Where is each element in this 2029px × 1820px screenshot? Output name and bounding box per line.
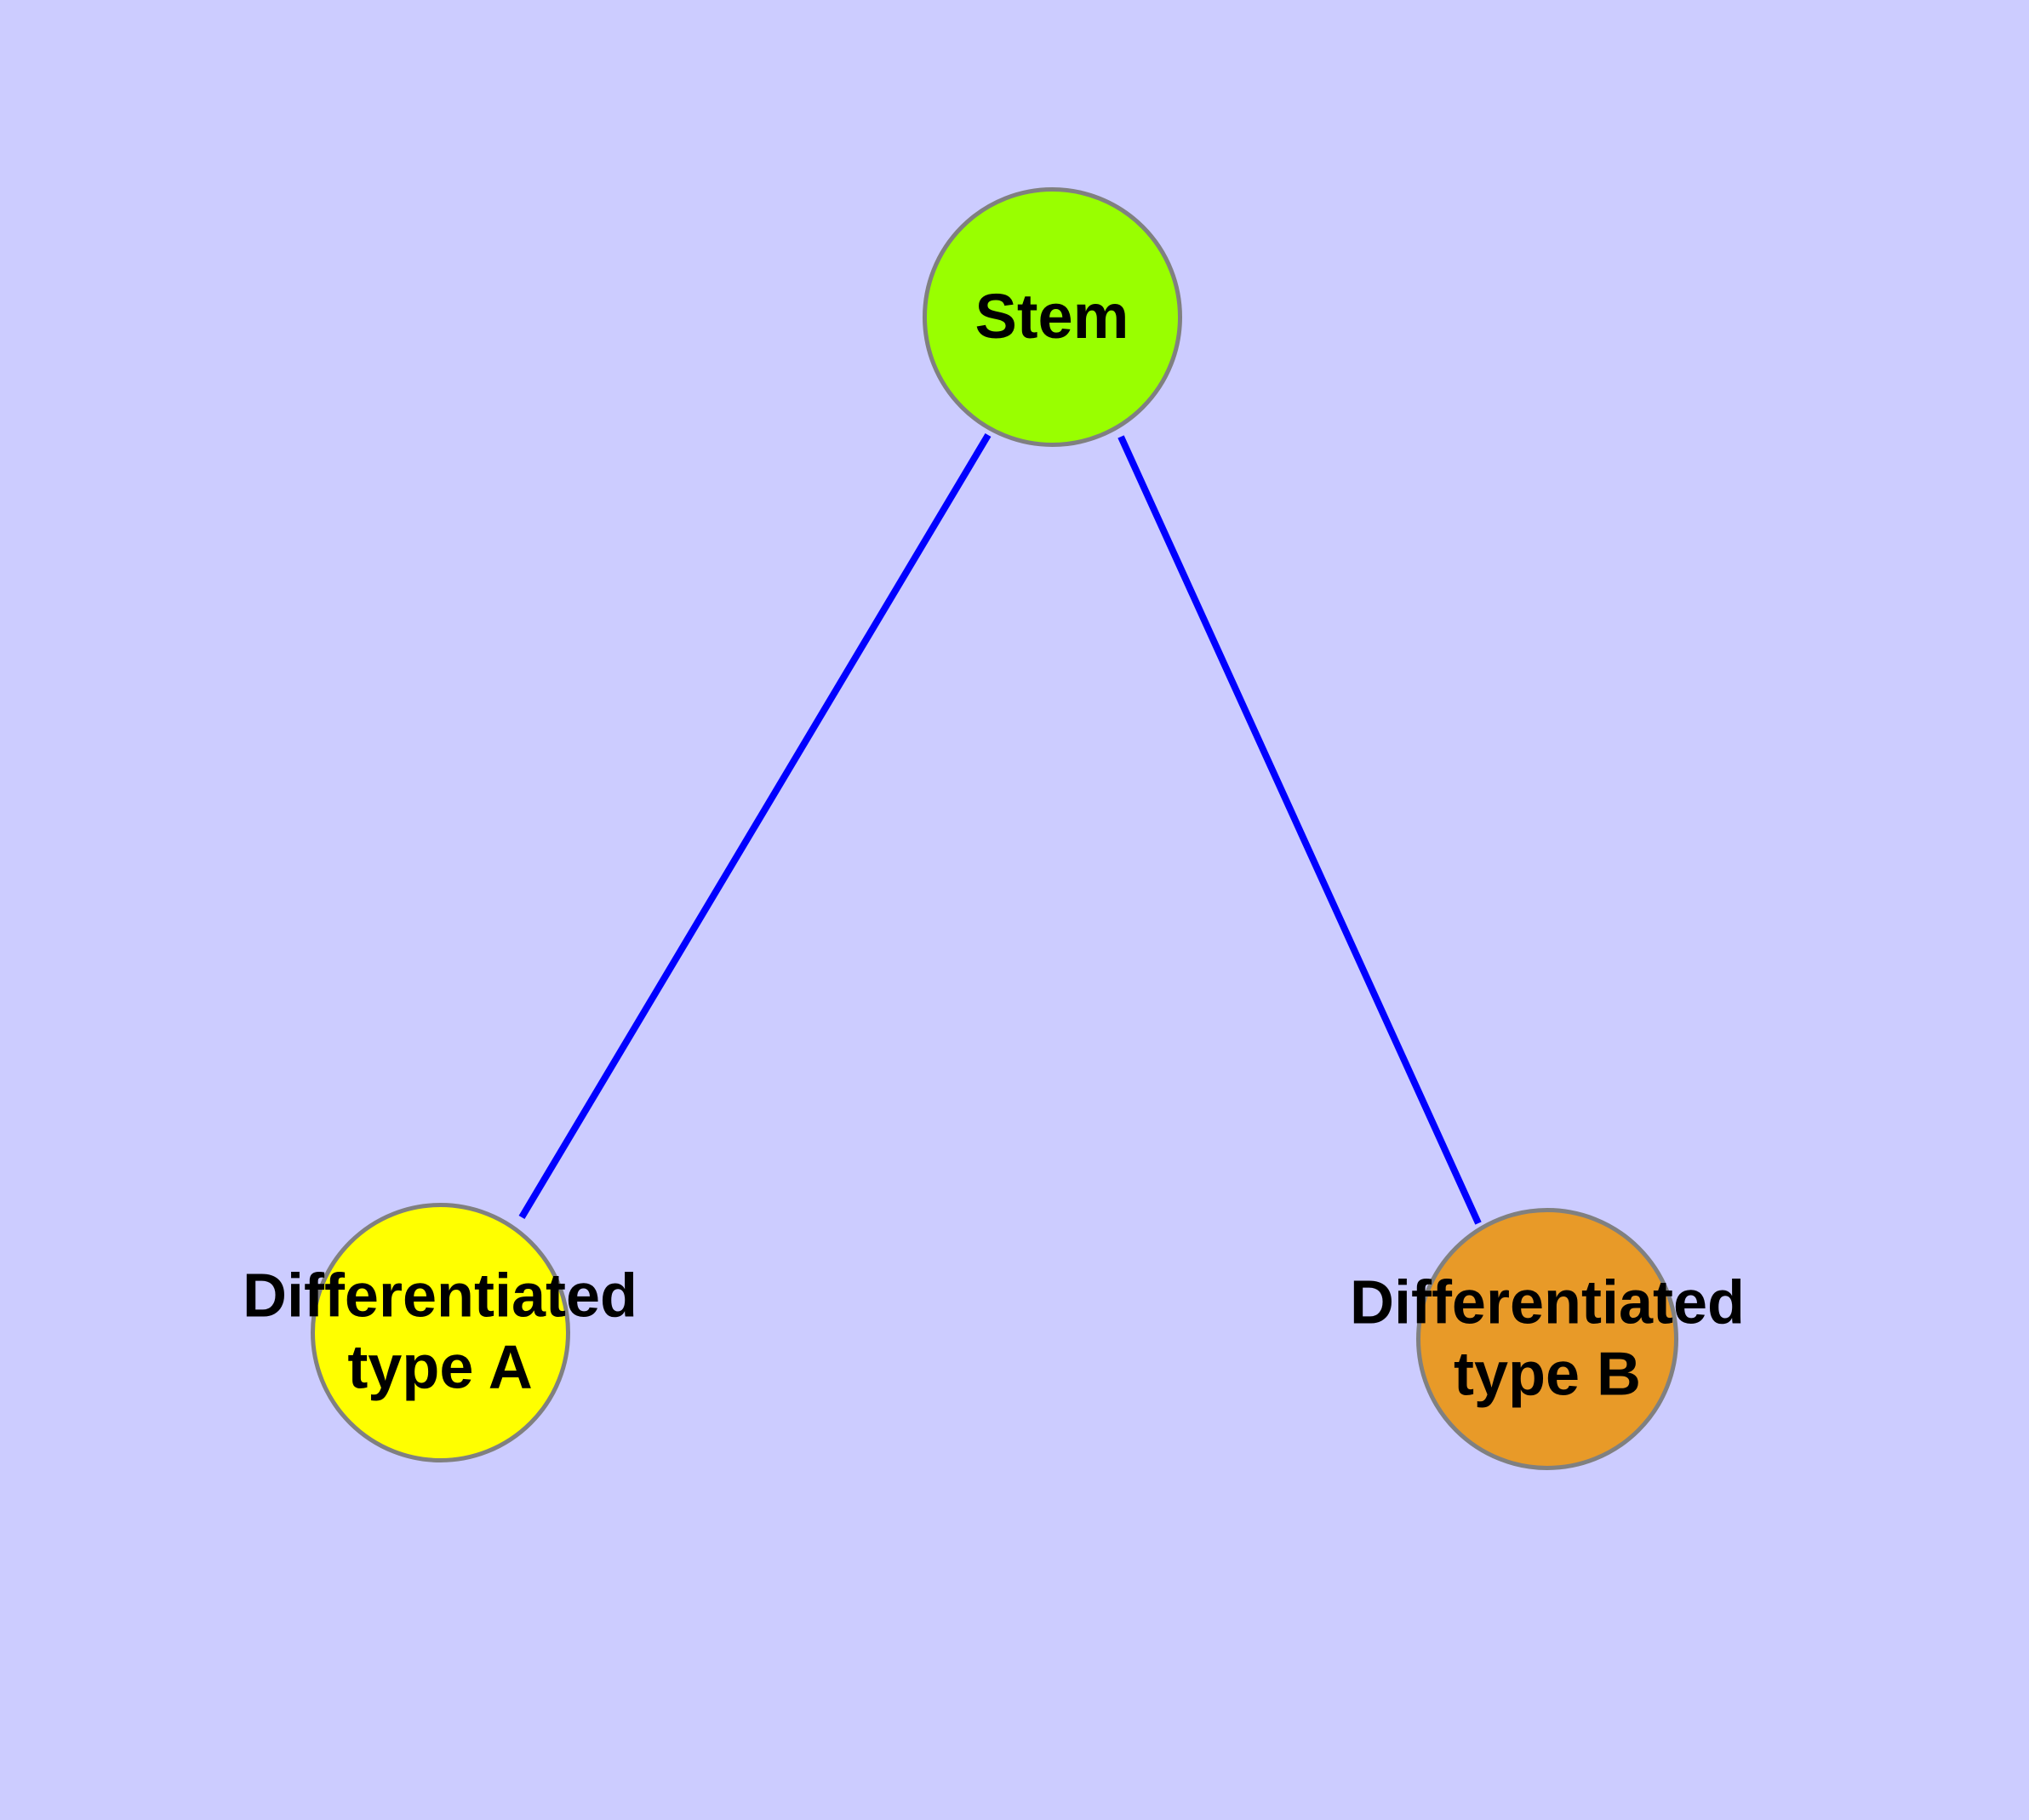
edge-stem-to-diff-a [518, 432, 992, 1220]
node-differentiated-type-a[interactable]: Differentiated type A [243, 1202, 637, 1462]
edge-stem-to-diff-b [1117, 435, 1482, 1225]
node-stem-label-line-1: Stem [974, 281, 1129, 352]
node-stem-label: Stem [975, 280, 1129, 353]
node-differentiated-type-b[interactable]: Differentiated type B [1350, 1208, 1745, 1470]
node-stem[interactable]: Stem [922, 186, 1182, 447]
